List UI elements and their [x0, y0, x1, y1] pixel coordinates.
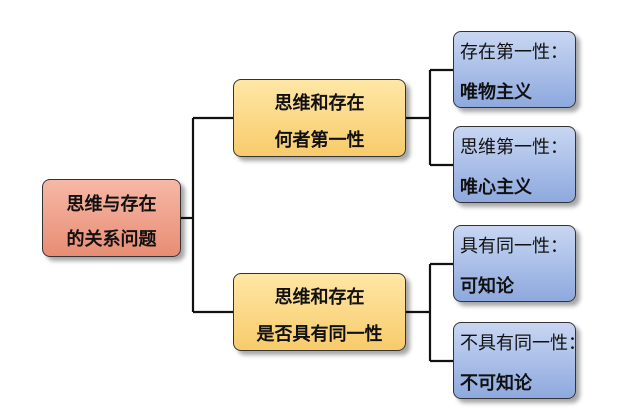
leaf-3-answer: 可知论	[460, 276, 514, 297]
root-line-1: 思维与存在	[66, 194, 157, 215]
connector-branch-2-stem	[406, 262, 453, 363]
leaf-node-2: 思维第一性： 唯心主义	[453, 126, 576, 203]
root-line-2: 的关系问题	[66, 229, 157, 250]
branch-node-1: 思维和存在 何者第一性	[233, 79, 406, 157]
branch-1-line-2: 何者第一性	[274, 130, 365, 151]
leaf-2-heading: 思维第一性：	[460, 137, 568, 158]
root-node: 思维与存在 的关系问题	[42, 179, 181, 257]
branch-2-line-2: 是否具有同一性	[256, 324, 383, 345]
leaf-node-3: 具有同一性： 可知论	[453, 225, 576, 302]
branch-2-line-1: 思维和存在	[274, 287, 365, 308]
branch-1-line-1: 思维和存在	[274, 93, 365, 114]
leaf-node-1: 存在第一性： 唯物主义	[453, 31, 576, 108]
leaf-4-answer: 不可知论	[460, 373, 532, 394]
leaf-4-heading: 不具有同一性：	[460, 333, 586, 354]
leaf-node-4: 不具有同一性： 不可知论	[453, 322, 586, 399]
leaf-3-heading: 具有同一性：	[460, 236, 568, 257]
leaf-1-heading: 存在第一性：	[460, 42, 568, 63]
leaf-1-answer: 唯物主义	[460, 82, 532, 103]
leaf-2-answer: 唯心主义	[460, 177, 532, 198]
connector-branch-1-stem	[406, 68, 453, 167]
branch-node-2: 思维和存在 是否具有同一性	[233, 273, 406, 351]
